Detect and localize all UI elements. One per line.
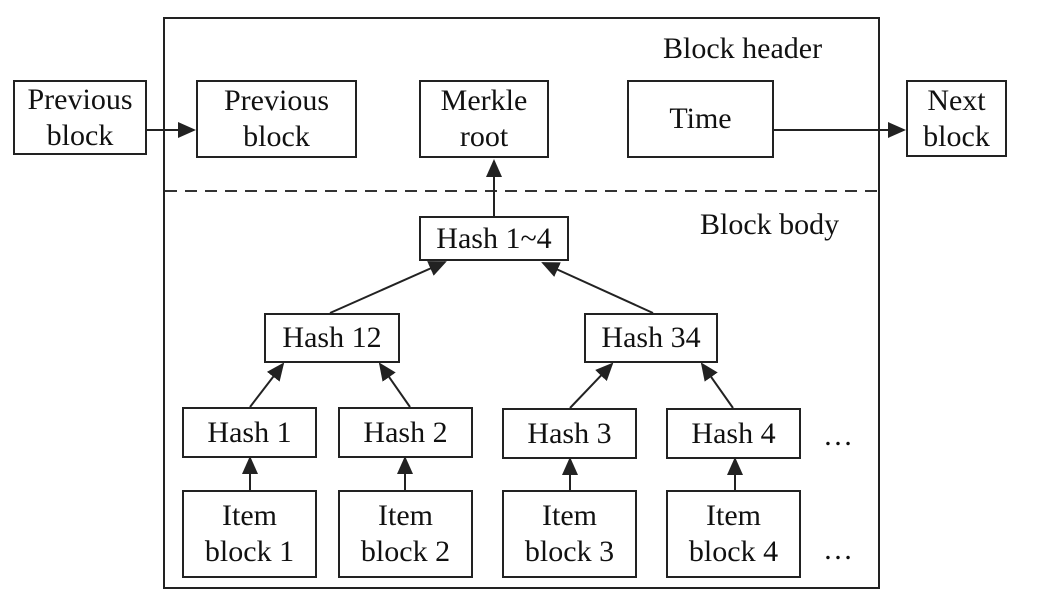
item-block-3-line2: block 3 [524,535,615,568]
item-block-2-line2: block 2 [360,535,451,568]
item-block-1-line1: Item [222,499,277,532]
outside-next-block: Next block [906,80,1007,157]
item-block-3: Item block 3 [502,490,637,578]
hash-1-4-box: Hash 1~4 [419,216,569,261]
item-row-ellipsis: … [823,533,853,566]
merkle-root-line2: root [459,120,509,153]
hash-34-label: Hash 34 [601,321,701,354]
hash-1-box: Hash 1 [182,407,317,458]
header-previous-block-line2: block [243,120,310,153]
outside-next-block-line1: Next [927,83,986,117]
hash-3-box: Hash 3 [502,408,637,459]
hash-4-label: Hash 4 [691,416,776,450]
block-container [163,17,880,589]
arrow-hash4-to-hash34 [700,362,734,409]
item-block-2: Item block 2 [338,490,473,578]
outside-next-block-line2: block [923,119,990,153]
arrow-hash3-to-hash34 [569,362,614,409]
block-body-label: Block body [700,208,840,241]
time-box: Time [627,80,774,158]
merkle-root-box: Merkle root [419,80,549,158]
outside-previous-block-line2: block [46,118,114,152]
outside-previous-block-line1: Previous [27,82,133,116]
item-block-4: Item block 4 [666,490,801,578]
arrow-hash12-to-hash14 [329,261,447,314]
arrow-hash1-to-hash12 [249,362,285,408]
arrow-hash2-to-hash12 [378,362,411,408]
header-previous-block: Previous block [196,80,357,158]
hash-12-label: Hash 12 [282,321,382,354]
hash-1-4-label: Hash 1~4 [436,221,552,255]
item-block-3-line1: Item [542,499,597,532]
item-block-1-line2: block 1 [204,535,295,568]
hash-1-label: Hash 1 [207,415,292,449]
arrow-hash34-to-hash14 [541,262,654,314]
hash-12-box: Hash 12 [264,313,400,363]
hash-34-box: Hash 34 [584,313,718,363]
item-block-2-line1: Item [378,499,433,532]
hash-3-label: Hash 3 [527,416,612,450]
hash-2-box: Hash 2 [338,407,473,458]
hash-2-label: Hash 2 [363,415,448,449]
hash-4-box: Hash 4 [666,408,801,459]
item-block-1: Item block 1 [182,490,317,578]
block-header-label: Block header [663,32,823,65]
time-label: Time [669,102,732,135]
item-block-4-line1: Item [706,499,761,532]
merkle-root-line1: Merkle [440,84,528,117]
outside-previous-block: Previous block [13,80,147,155]
item-block-4-line2: block 4 [688,535,779,568]
hash-row-ellipsis: … [823,419,853,452]
header-previous-block-line1: Previous [224,84,329,117]
